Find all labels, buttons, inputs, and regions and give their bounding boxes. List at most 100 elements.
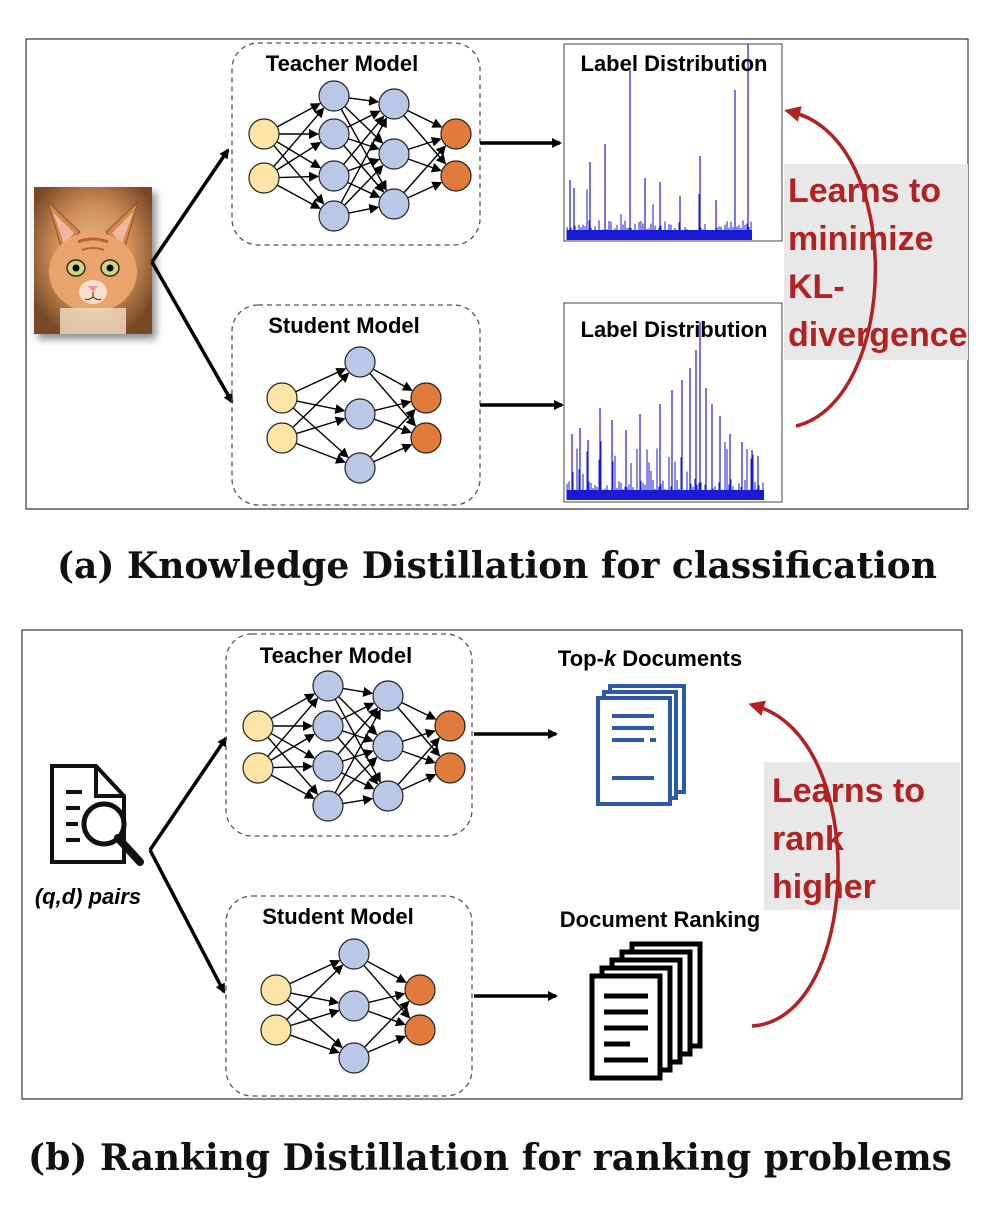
student-b-hidden-node — [338, 990, 370, 1022]
teacher-a-edge — [278, 171, 320, 182]
teacher-a-edge — [276, 141, 322, 169]
student-a-edge — [373, 443, 413, 463]
student-b-hidden-node — [338, 938, 370, 970]
teacher-b-hidden-node — [372, 730, 404, 762]
teacher-b-edge — [341, 772, 375, 790]
teacher-b-edge — [401, 750, 436, 765]
teacher-a-input-node — [248, 162, 280, 194]
teacher-b-edge — [402, 728, 436, 743]
teacher-a-edge — [273, 144, 325, 205]
teacher-b-input-node — [242, 710, 274, 742]
teacher-a-edge — [348, 95, 380, 106]
teacher-a-edge — [276, 141, 322, 171]
student-a-output-node — [410, 382, 442, 414]
student-a-hidden-node — [344, 346, 376, 378]
teacher-b-edge — [270, 693, 315, 720]
arrow-to-teacher-a — [150, 148, 230, 263]
student-b-input-node — [260, 1014, 292, 1046]
teacher-a-edge — [276, 103, 321, 128]
teacher-b-edge — [397, 737, 441, 786]
teacher-a-edge — [347, 110, 381, 128]
student-b-edge — [289, 1034, 340, 1055]
teacher-a-edge — [340, 108, 387, 191]
teacher-a-edge — [344, 105, 384, 144]
teacher-a-edge — [347, 181, 381, 198]
teacher-b-input-node — [242, 752, 274, 784]
kl-arrow-a — [784, 106, 878, 428]
teacher-b-edge — [267, 697, 319, 758]
student-b-output-node — [404, 974, 436, 1006]
student-a-hidden-node — [344, 398, 376, 430]
student-b-edge — [290, 992, 340, 1006]
student-b-edge — [290, 1008, 340, 1027]
student-a-edge — [373, 418, 412, 435]
teacher-a-edge — [348, 138, 380, 151]
annotation-line-2-a: minimize — [788, 220, 933, 258]
student-a-edge — [295, 367, 347, 393]
label-distribution-bars-bottom — [566, 322, 764, 500]
teacher-b-edge — [334, 709, 381, 794]
student-a-edge — [296, 400, 346, 414]
teacher-a-edge — [343, 164, 384, 206]
teacher-b-edge — [338, 696, 378, 736]
teacher-b-output-node — [434, 710, 466, 742]
teacher-model-title-b: Teacher Model — [260, 643, 412, 668]
student-b-edge — [286, 964, 344, 1021]
student-b-edge — [367, 1010, 406, 1027]
teacher-a-edge — [408, 136, 442, 151]
teacher-a-output-node — [440, 160, 472, 192]
annotation-line-1-b: Learns to — [772, 772, 925, 810]
student-a-output-node — [410, 422, 442, 454]
student-model-box-b — [225, 895, 473, 1097]
cat-photo — [34, 187, 152, 334]
teacher-a-edge — [343, 115, 385, 165]
teacher-a-edge — [347, 157, 380, 172]
teacher-b-edge — [401, 773, 437, 791]
teacher-b-hidden-node — [312, 670, 344, 702]
teacher-b-edge — [341, 702, 375, 720]
teacher-b-edge — [342, 749, 374, 762]
teacher-b-edge — [270, 732, 315, 759]
annotation-line-4-a: divergence — [788, 316, 968, 354]
teacher-a-hidden-node — [378, 138, 410, 170]
label-distribution-title-bottom: Label Distribution — [581, 317, 768, 342]
teacher-a-edge — [407, 158, 442, 173]
teacher-model-box-b — [225, 633, 473, 837]
student-a-edge — [292, 372, 350, 429]
teacher-a-edge — [348, 203, 380, 214]
teacher-a-hidden-node — [378, 188, 410, 220]
teacher-a-hidden-node — [318, 118, 350, 150]
teacher-a-edge — [340, 117, 387, 204]
student-b-hidden-node — [338, 1042, 370, 1074]
annotation-line-3-b: higher — [772, 868, 876, 906]
student-network-b — [260, 938, 436, 1074]
teacher-b-edge — [338, 756, 378, 796]
document-search-icon — [50, 764, 144, 866]
teacher-b-edge — [337, 736, 379, 785]
top-k-documents-label: Top-k Documents — [558, 646, 742, 671]
document-ranking-icon — [589, 941, 703, 1081]
label-distribution-bars-top — [566, 44, 752, 240]
label-distribution-chart-bottom: Label Distribution — [563, 302, 783, 503]
student-a-input-node — [266, 382, 298, 414]
arrow-to-teacher-b — [148, 736, 228, 851]
top-k-documents-icon — [596, 684, 686, 806]
input-label-qd-pairs: (q,d) pairs — [35, 884, 141, 909]
student-b-edge — [368, 991, 406, 1004]
annotation-line-3-a: KL- — [788, 268, 845, 306]
teacher-b-hidden-node — [312, 790, 344, 822]
teacher-b-edge — [272, 761, 314, 772]
student-b-edge — [286, 999, 343, 1049]
teacher-a-hidden-node — [318, 160, 350, 192]
teacher-a-hidden-node — [318, 200, 350, 232]
teacher-b-edge — [342, 730, 374, 743]
student-a-edge — [292, 407, 349, 458]
teacher-b-edge — [401, 701, 437, 720]
annotation-background-b — [764, 762, 960, 910]
teacher-network-a — [248, 80, 472, 232]
teacher-b-edge — [270, 774, 315, 799]
teacher-b-hidden-node — [312, 750, 344, 782]
student-a-hidden-node — [344, 452, 376, 484]
teacher-a-edge — [407, 181, 443, 199]
